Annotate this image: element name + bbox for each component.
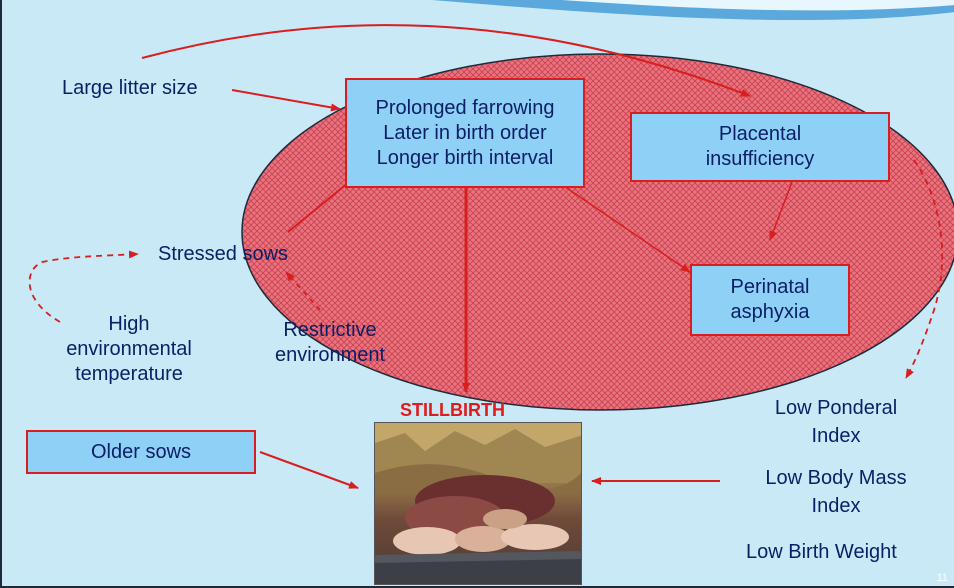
arrow-litter-to-prolonged: [232, 90, 340, 109]
label-stressed-sows: Stressed sows: [158, 242, 288, 267]
label-ponderal-line1: Low Ponderal: [756, 396, 916, 421]
label-high-temp-line3: temperature: [54, 362, 204, 387]
box-perinatal-asphyxia: Perinatal asphyxia: [690, 264, 850, 336]
label-bmi-line2: Index: [746, 494, 926, 519]
box-placental-line1: Placental: [719, 122, 801, 147]
label-low-bmi: Low Body Mass Index: [746, 466, 926, 519]
box-prolonged-line1: Prolonged farrowing: [376, 96, 555, 121]
photo-illustration: [375, 423, 582, 585]
label-bmi-line1: Low Body Mass: [746, 466, 926, 491]
box-prolonged-farrowing: Prolonged farrowing Later in birth order…: [345, 78, 585, 188]
box-older-sows: Older sows: [26, 430, 256, 474]
label-low-ponderal: Low Ponderal Index: [756, 396, 916, 449]
label-high-temp-line2: environmental: [54, 337, 204, 362]
box-asphyxia-line2: asphyxia: [731, 300, 810, 325]
stillborn-piglets-photo: [374, 422, 582, 585]
label-high-temp: High environmental temperature: [54, 312, 204, 387]
label-restrictive-line2: environment: [260, 343, 400, 368]
label-large-litter: Large litter size: [62, 76, 198, 101]
label-ponderal-line2: Index: [756, 424, 916, 449]
box-prolonged-line2: Later in birth order: [383, 121, 546, 146]
box-prolonged-line3: Longer birth interval: [377, 146, 554, 171]
box-placental-insufficiency: Placental insufficiency: [630, 112, 890, 182]
stillbirth-title: STILLBIRTH: [400, 400, 505, 421]
page-number: 11: [937, 572, 948, 584]
label-restrictive-env: Restrictive environment: [260, 318, 400, 368]
box-older-sows-label: Older sows: [91, 440, 191, 465]
box-asphyxia-line1: Perinatal: [731, 275, 810, 300]
box-placental-line2: insufficiency: [706, 147, 815, 172]
label-low-birth-weight: Low Birth Weight: [746, 540, 897, 565]
label-high-temp-line1: High: [54, 312, 204, 337]
arrow-older-sows-to-photo: [260, 452, 358, 488]
label-restrictive-line1: Restrictive: [260, 318, 400, 343]
